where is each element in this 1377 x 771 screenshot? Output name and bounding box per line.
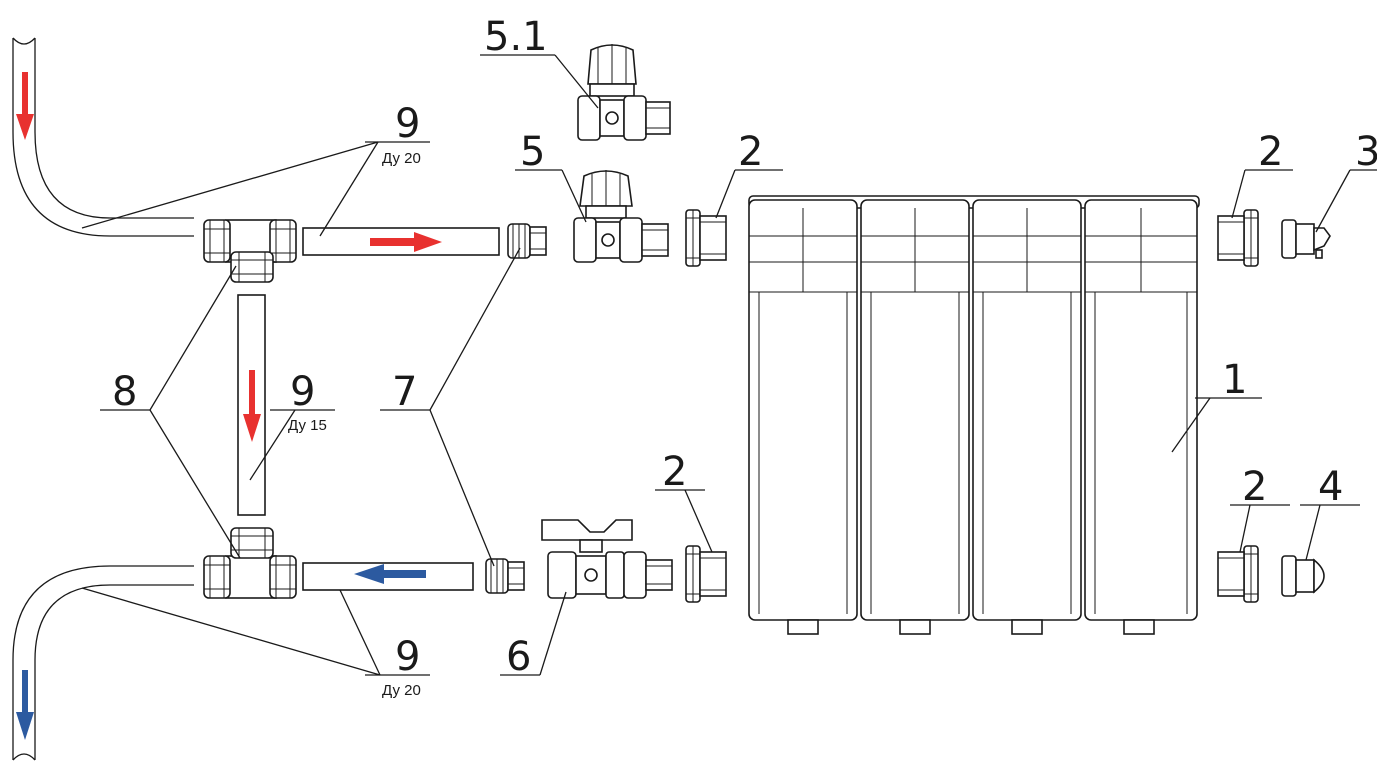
label-pipe-bypass: 9 [290,369,315,415]
adapter-bottom-left [685,545,727,603]
label-connector: 7 [392,369,417,415]
leader-lines [81,54,1377,676]
arrow-icon [243,370,261,442]
label-valve-alt: 5.1 [484,14,548,60]
label-pipe-size-return: Ду 20 [382,682,421,699]
tee-bottom [203,527,297,599]
adapter-bottom-right [1217,545,1259,603]
connector-bottom [485,558,525,594]
radiator [748,195,1200,635]
label-ball-valve: 6 [506,634,531,680]
supply-riser-cap [12,37,36,45]
supply-riser-pipe [12,38,194,237]
radiator-section [860,199,970,635]
label-air-vent: 3 [1355,129,1377,175]
arrow-icon [354,564,426,584]
air-vent [1281,219,1331,259]
label-pipe-size-bypass: Ду 15 [288,417,327,434]
tee-top [203,219,297,283]
label-valve: 5 [520,129,545,175]
label-pipe-size-supply: Ду 20 [382,150,421,167]
return-riser-pipe [12,565,194,760]
label-adapter-bottom-left: 2 [662,449,687,495]
label-plug: 4 [1318,464,1343,510]
adapter-top-right [1217,209,1259,267]
adapter-top-left [685,209,727,267]
valve-alt [577,44,671,141]
label-pipe-top: 9 [395,101,420,147]
label-tee: 8 [112,369,137,415]
radiator-section [972,199,1082,635]
radiator-section [1084,199,1198,635]
arrow-icon [370,232,442,252]
connector-top [507,223,547,259]
label-adapter-top-left: 2 [738,129,763,175]
label-radiator: 1 [1222,357,1247,403]
label-pipe-bottom: 9 [395,634,420,680]
arrow-icon [16,72,34,140]
radiator-section [748,199,858,635]
arrow-icon [16,670,34,740]
plug [1281,555,1325,597]
label-adapter-top-right: 2 [1258,129,1283,175]
label-adapter-bottom-right: 2 [1242,464,1267,510]
return-riser-cap [12,753,36,761]
valve [573,170,669,263]
ball-valve [541,519,673,599]
